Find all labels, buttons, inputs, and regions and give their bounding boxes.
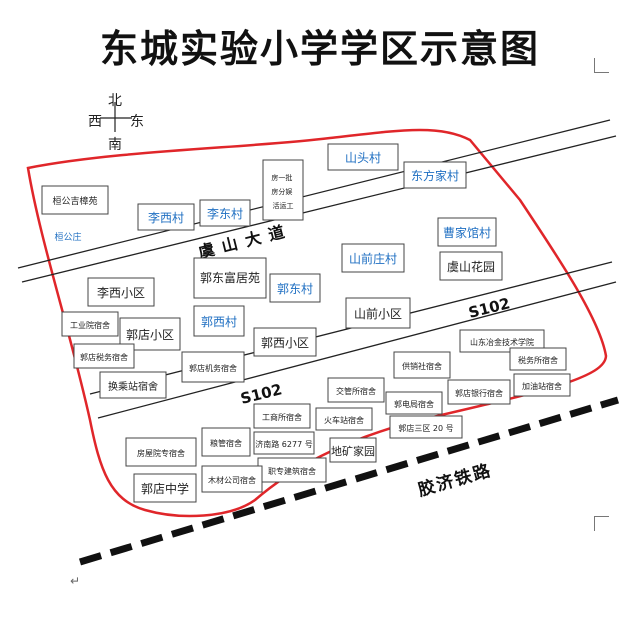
area-label: 桓公吉樟苑	[52, 195, 97, 207]
area-lixicun: 李西村	[137, 203, 195, 231]
area-shantoucun: 山头村	[327, 143, 399, 171]
area-caojiaguancun: 曹家馆村	[437, 217, 497, 247]
area-label: 房屋院专宿舍	[137, 448, 185, 458]
area-huangonghuyuan: 桓公吉樟苑	[41, 185, 109, 215]
area-label: 交管所宿舍	[336, 386, 376, 396]
area-label: 地矿家园	[331, 444, 375, 458]
area-dongfangjiacun: 东方家村	[403, 161, 467, 189]
area-label: 郭店机务宿舍	[189, 363, 237, 373]
area-jiayouzhansushe: 加油站宿舍	[513, 373, 571, 397]
area-label: 加油站宿舍	[522, 381, 562, 391]
area-jinanlu6277: 济南路 6277 号	[253, 431, 315, 455]
area-label: 郭西小区	[261, 336, 309, 350]
crop-mark-bottom-right	[594, 516, 609, 531]
area-label: 税务所宿舍	[518, 355, 558, 365]
area-label: 粮管宿舍	[210, 438, 242, 448]
area-guodiansanqu20: 郭店三区 20 号	[389, 415, 463, 439]
area-label: 郭店中学	[141, 481, 189, 496]
area-dikuangjiayuan: 地矿家园	[329, 437, 377, 463]
area-liangshisushe: 粮管宿舍	[201, 427, 251, 457]
area-label: 曹家馆村	[443, 225, 491, 240]
area-label: 郭店小区	[126, 328, 174, 342]
area-label: 郭店三区 20 号	[398, 423, 453, 433]
area-label: 虞山花园	[447, 259, 495, 274]
area-gongshangyuansushe: 工业院宿舍	[61, 311, 119, 337]
area-label: 李西村	[148, 210, 184, 225]
compass-south-label: 南	[108, 137, 122, 153]
area-guodianxiaoqu: 郭店小区	[119, 317, 181, 351]
railway-line	[78, 396, 620, 566]
area-label: 山前小区	[354, 306, 402, 321]
map-title: 东城实验小学学区示意图	[99, 26, 540, 71]
area-dongyipinshi: 房一批 房分娱 活运工	[262, 159, 304, 221]
railway-label: 胶济铁路	[416, 460, 495, 501]
crop-mark-top-right	[594, 58, 609, 73]
area-guoxixiaoqu: 郭西小区	[253, 327, 317, 357]
area-label: 工商所宿舍	[262, 412, 302, 422]
area-lixixiaoqu: 李西小区	[87, 277, 155, 307]
area-label: 山东冶金技术学院	[470, 337, 534, 347]
area-huochezhansushe: 火车站宿舍	[315, 407, 373, 431]
area-label: 济南路 6277 号	[255, 439, 312, 449]
compass-east-label: 东	[130, 114, 144, 130]
area-guanguocunzhuan: 房屋院专宿舍	[125, 437, 197, 467]
area-label: 郭店税务宿舍	[80, 352, 128, 362]
area-shanqianzhuangcun: 山前庄村	[341, 243, 405, 273]
area-label: 职专建筑宿舍	[268, 466, 316, 476]
area-boxes: 桓公吉樟苑 桓公庄 李西村 李东村 房一批 房分娱 活运工 山头村 东方家	[41, 143, 571, 503]
area-jiaoguansuosushe: 交管所宿舍	[327, 377, 385, 403]
compass-north-label: 北	[108, 93, 122, 109]
area-shanqianxiaoqu: 山前小区	[345, 297, 411, 329]
area-label: 房一批 房分娱 活运工	[271, 173, 294, 210]
area-yushanhuayuan: 虞山花园	[439, 251, 503, 281]
area-shuiwusuosushe: 税务所宿舍	[509, 347, 567, 371]
area-label: 换乘站宿舍	[108, 380, 158, 393]
area-guodianyinhangsushe: 郭店银行宿舍	[447, 379, 511, 405]
area-label: 李东村	[207, 206, 243, 221]
area-guodianjiwusushe: 郭店机务宿舍	[181, 351, 245, 383]
area-lidongcun: 李东村	[199, 199, 251, 227]
area-label: 木材公司宿舍	[208, 475, 256, 485]
compass-cross	[100, 102, 132, 132]
area-label: 郭东富居苑	[200, 270, 260, 285]
area-shandongyejinjishu: 山东冶金技术学院	[459, 329, 545, 353]
area-label: 山前庄村	[349, 251, 397, 266]
area-huangongzhuang: 桓公庄	[54, 231, 81, 243]
area-gongxiaosheshe: 供销社宿舍	[393, 351, 451, 379]
area-label: 郭店银行宿舍	[455, 388, 503, 398]
area-guodianshuiwusushe: 郭店税务宿舍	[73, 343, 135, 369]
area-guodongcun: 郭东村	[269, 273, 321, 303]
area-gongshangsuosushe: 工商所宿舍	[253, 403, 311, 429]
area-label: 火车站宿舍	[324, 415, 364, 425]
area-label: 郭电局宿舍	[394, 399, 434, 409]
area-label: 李西小区	[97, 285, 145, 300]
area-mucaigongsisushe: 木材公司宿舍	[201, 465, 263, 493]
paragraph-mark: ↵	[70, 574, 81, 588]
area-label: 桓公庄	[54, 231, 81, 243]
district-boundary	[26, 128, 608, 518]
area-label: 山头村	[345, 151, 381, 165]
area-label: 郭西村	[201, 315, 237, 329]
area-guodongfujuyuan: 郭东富居苑	[193, 257, 267, 299]
area-guodianjusushe: 郭电局宿舍	[385, 391, 443, 415]
area-label: 供销社宿舍	[402, 361, 442, 371]
area-guoxicun: 郭西村	[193, 305, 245, 337]
area-zhiyejiaoyusushe: 职专建筑宿舍	[257, 457, 327, 483]
area-label: 郭东村	[277, 282, 313, 296]
area-guodianzhongxue: 郭店中学	[133, 473, 197, 503]
compass-west-label: 西	[88, 114, 102, 130]
area-huanjizhansushe: 换乘站宿舍	[99, 371, 167, 399]
s102-label-upper: S102	[467, 294, 512, 322]
area-label: 工业院宿舍	[70, 320, 110, 330]
main-avenue	[17, 119, 617, 283]
area-label: 东方家村	[411, 168, 459, 183]
